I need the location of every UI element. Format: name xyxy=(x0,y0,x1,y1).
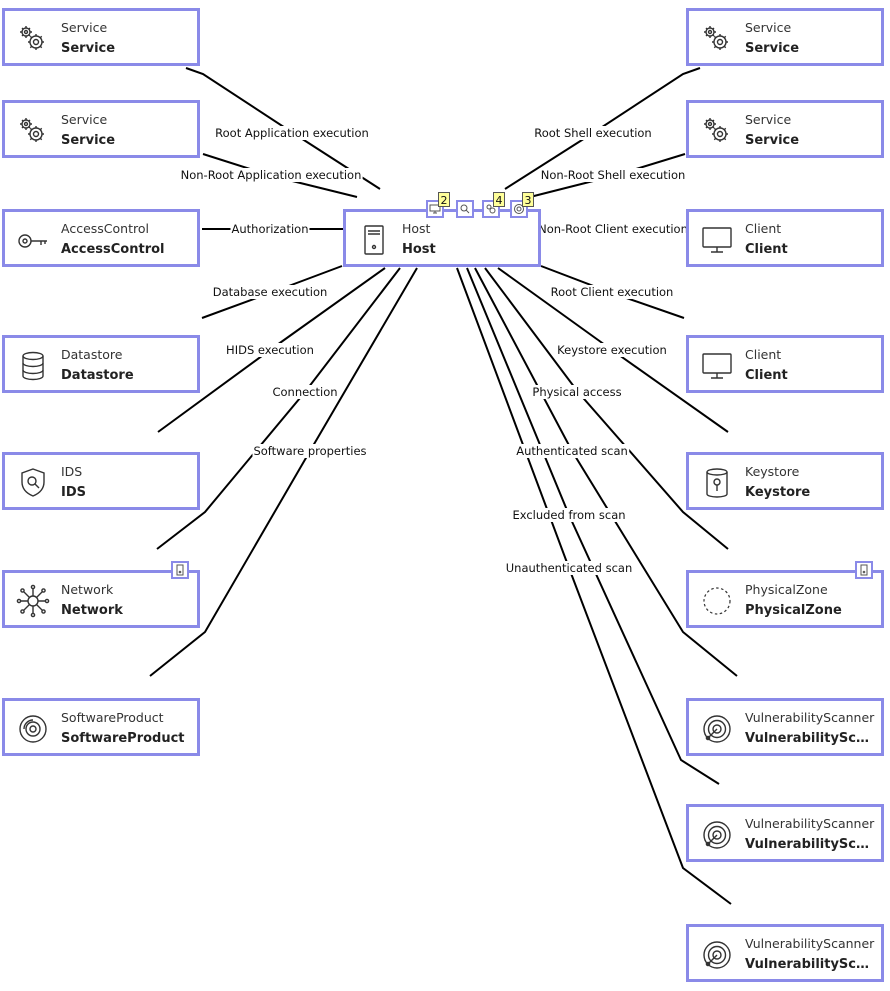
edge-line xyxy=(466,267,720,785)
edge-label-authenticated-scan: Authenticated scan xyxy=(515,444,629,458)
host-badge-count: 2 xyxy=(438,192,450,207)
node-name: VulnerabilitySca... xyxy=(745,731,875,746)
edge-line xyxy=(149,267,418,677)
edge-label-software-properties: Software properties xyxy=(252,444,368,458)
node-type: IDS xyxy=(61,464,83,479)
node-type: Host xyxy=(402,221,431,236)
host-badge-count: 4 xyxy=(493,192,505,207)
node-service-3[interactable]: Service Service xyxy=(686,8,884,66)
radar-icon xyxy=(699,817,735,853)
monitor-icon xyxy=(699,348,735,384)
node-name: Network xyxy=(61,603,123,618)
node-name: Host xyxy=(402,242,436,257)
gears-icon xyxy=(699,21,735,57)
edge-label-root-shell-execution: Root Shell execution xyxy=(533,126,653,140)
node-name: IDS xyxy=(61,485,86,500)
node-type: Service xyxy=(745,20,792,35)
node-name: VulnerabilitySca... xyxy=(745,957,875,972)
shield-search-icon xyxy=(15,465,51,501)
edge-label-unauthenticated-scan: Unauthenticated scan xyxy=(504,561,634,575)
node-type: VulnerabilityScanner xyxy=(745,936,875,951)
node-type: Datastore xyxy=(61,347,123,362)
edge-label-non-root-application-execution: Non-Root Application execution xyxy=(179,168,363,182)
node-type: Client xyxy=(745,347,782,362)
physicalzone-host-badge[interactable] xyxy=(855,561,873,579)
edge-label-keystore-execution: Keystore execution xyxy=(556,343,668,357)
server-icon xyxy=(356,222,392,258)
edge-line xyxy=(504,67,701,190)
edge-label-excluded-from-scan: Excluded from scan xyxy=(511,508,627,522)
node-network[interactable]: Network Network xyxy=(2,570,200,628)
edge-label-authorization: Authorization xyxy=(230,222,310,236)
node-name: SoftwareProduct xyxy=(61,731,185,746)
node-type: VulnerabilityScanner xyxy=(745,816,875,831)
node-name: Datastore xyxy=(61,368,134,383)
node-type: PhysicalZone xyxy=(745,582,828,597)
edge-label-non-root-client-execution: Non-Root Client execution xyxy=(537,222,689,236)
edge-label-connection: Connection xyxy=(271,385,339,399)
node-type: Client xyxy=(745,221,782,236)
node-type: AccessControl xyxy=(61,221,149,236)
node-service-1[interactable]: Service Service xyxy=(2,8,200,66)
node-type: Network xyxy=(61,582,114,597)
node-client-1[interactable]: Client Client xyxy=(686,209,884,267)
edge-line xyxy=(484,267,729,550)
node-type: Service xyxy=(61,20,108,35)
node-name: Service xyxy=(61,41,116,56)
edge-line xyxy=(456,267,732,905)
dashed-circle-icon xyxy=(699,583,735,619)
node-vulnerabilityscanner-1[interactable]: VulnerabilityScanner VulnerabilitySca... xyxy=(686,698,884,756)
edge-label-hids-execution: HIDS execution xyxy=(225,343,315,357)
node-datastore[interactable]: Datastore Datastore xyxy=(2,335,200,393)
node-name: Service xyxy=(745,41,800,56)
network-host-badge[interactable] xyxy=(171,561,189,579)
node-type: Service xyxy=(61,112,108,127)
host-badge-ids[interactable] xyxy=(456,200,474,218)
node-type: SoftwareProduct xyxy=(61,710,164,725)
edge-label-non-root-shell-execution: Non-Root Shell execution xyxy=(539,168,687,182)
node-client-2[interactable]: Client Client xyxy=(686,335,884,393)
radar-icon xyxy=(699,711,735,747)
node-service-2[interactable]: Service Service xyxy=(2,100,200,158)
edge-line xyxy=(185,67,381,190)
network-icon xyxy=(15,583,51,619)
node-ids[interactable]: IDS IDS xyxy=(2,452,200,510)
node-physicalzone[interactable]: PhysicalZone PhysicalZone xyxy=(686,570,884,628)
edge-line xyxy=(474,267,738,677)
node-keystore[interactable]: Keystore Keystore xyxy=(686,452,884,510)
node-name: Service xyxy=(745,133,800,148)
node-service-4[interactable]: Service Service xyxy=(686,100,884,158)
node-name: Client xyxy=(745,242,788,257)
node-name: PhysicalZone xyxy=(745,603,842,618)
radar-icon xyxy=(699,937,735,973)
node-softwareproduct[interactable]: SoftwareProduct SoftwareProduct xyxy=(2,698,200,756)
node-type: VulnerabilityScanner xyxy=(745,710,875,725)
edge-label-root-client-execution: Root Client execution xyxy=(549,285,675,299)
node-type: Keystore xyxy=(745,464,800,479)
key-icon xyxy=(15,222,51,258)
host-badge-count: 3 xyxy=(522,192,534,207)
edge-label-root-application-execution: Root Application execution xyxy=(214,126,370,140)
monitor-icon xyxy=(699,222,735,258)
keystore-icon xyxy=(699,465,735,501)
node-name: Client xyxy=(745,368,788,383)
gears-icon xyxy=(699,113,735,149)
node-vulnerabilityscanner-2[interactable]: VulnerabilityScanner VulnerabilitySca... xyxy=(686,804,884,862)
disc-icon xyxy=(15,711,51,747)
gears-icon xyxy=(15,113,51,149)
database-icon xyxy=(15,348,51,384)
node-name: Keystore xyxy=(745,485,811,500)
node-name: AccessControl xyxy=(61,242,165,257)
node-type: Service xyxy=(745,112,792,127)
node-accesscontrol[interactable]: AccessControl AccessControl xyxy=(2,209,200,267)
node-vulnerabilityscanner-3[interactable]: VulnerabilityScanner VulnerabilitySca... xyxy=(686,924,884,982)
edge-label-database-execution: Database execution xyxy=(211,285,329,299)
node-name: VulnerabilitySca... xyxy=(745,837,875,852)
node-name: Service xyxy=(61,133,116,148)
edge-label-physical-access: Physical access xyxy=(531,385,623,399)
gears-icon xyxy=(15,21,51,57)
